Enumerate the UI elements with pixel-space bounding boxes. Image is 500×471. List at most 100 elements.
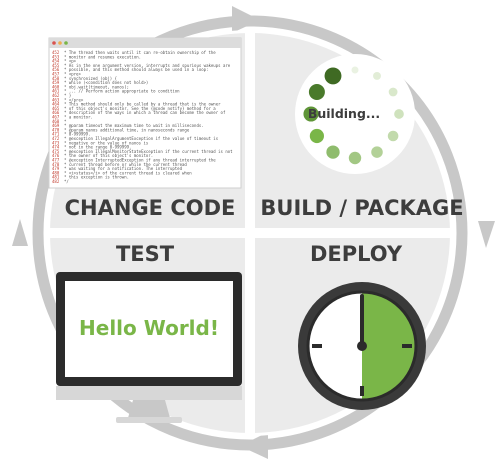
building-status-text: Building... (308, 106, 380, 121)
arrow-head-bottom (240, 432, 268, 459)
code-line-number: 457 (52, 72, 60, 77)
code-line-number: 455 (52, 63, 60, 68)
loading-spinner-icon: Building... (295, 54, 415, 174)
spinner-dot (351, 66, 359, 74)
spinner-dot (324, 67, 342, 85)
code-line: * ... // Perform action appropriate to c… (64, 89, 180, 94)
code-line: * a monitor. (64, 115, 93, 120)
code-line-number: 470 (52, 127, 60, 132)
code-line-number: 453 (52, 54, 60, 59)
code-line-number: 463 (52, 97, 60, 102)
spinner-dot (373, 71, 381, 80)
code-line-number: 456 (52, 67, 60, 72)
code-line-number: 482 (52, 179, 60, 184)
hello-world-text: Hello World! (79, 316, 219, 340)
code-line: * monitor and resumes execution. (64, 54, 141, 59)
code-window-icon: 452 * The thread then waits until it can … (48, 37, 242, 189)
arrow-head-left (12, 219, 28, 246)
code-line-number: 459 (52, 80, 60, 85)
code-line-number: 466 (52, 110, 60, 115)
code-line: * @param timeout the maximum time to wai… (64, 123, 204, 128)
code-line-number: 474 (52, 145, 60, 150)
code-line-number: 473 (52, 140, 60, 145)
code-line-number: 475 (52, 149, 60, 154)
code-line-number: 464 (52, 102, 60, 107)
spinner-dot (394, 109, 404, 119)
code-line-number: 480 (52, 170, 60, 175)
code-line: * } (64, 93, 71, 98)
code-line-number: 476 (52, 153, 60, 158)
code-line: * the owner of this object's monitor. (64, 153, 153, 158)
code-line: * @param nanos additional time, in nanos… (64, 127, 190, 132)
code-line-number: 468 (52, 119, 60, 124)
code-line-number: 458 (52, 76, 60, 81)
code-line-number: 461 (52, 89, 60, 94)
spinner-dot (387, 130, 399, 142)
spinner-dot (371, 146, 383, 158)
code-line-number: 465 (52, 106, 60, 111)
code-line: * @exception IllegalArgumentException if… (64, 136, 219, 141)
code-line-number: 471 (52, 132, 60, 137)
monitor-base (116, 417, 182, 423)
spinner-dot (303, 106, 319, 122)
code-line: * of this object's monitor. See the {@co… (64, 106, 216, 111)
code-line: * As in the one argument version, interr… (64, 63, 231, 68)
arrow-head-top (232, 6, 260, 33)
monitor-icon: Hello World! (56, 272, 242, 423)
code-line: * description of the ways in which a thr… (64, 110, 226, 115)
code-line: * This method should only be called by a… (64, 102, 221, 107)
arrow-head-right (478, 221, 495, 248)
code-line: * <p> (64, 59, 77, 64)
code-line: * not in the range 0-999999. (64, 145, 131, 150)
code-line: * @exception IllegalMonitorStateExceptio… (64, 149, 233, 154)
code-line-number: 477 (52, 158, 60, 163)
spinner-dot (326, 145, 340, 159)
code-line-number: 452 (52, 50, 60, 55)
code-line: * possible, and this method should alway… (64, 67, 209, 72)
code-line: * (64, 119, 67, 124)
test-label: TEST (116, 242, 175, 266)
code-line: * was waiting for a notification. The in… (64, 166, 183, 171)
deploy-label: DEPLOY (310, 242, 403, 266)
code-line-number: 462 (52, 93, 60, 98)
spinner-dot (308, 84, 325, 100)
change-code-label: CHANGE CODE (65, 196, 236, 220)
code-line-number: 454 (52, 59, 60, 64)
code-line: * <pre> (64, 72, 81, 77)
clock-progress-fill (362, 292, 416, 400)
code-line: * <i>status</i> of the current thread is… (64, 170, 192, 175)
clock-icon (298, 282, 426, 410)
circular-arrow-icon (12, 6, 495, 459)
window-dot-yellow (58, 41, 62, 45)
code-lines: 452 * The thread then waits until it can … (52, 50, 233, 184)
code-line-number: 472 (52, 136, 60, 141)
code-line: * negative or the value of nanos is (64, 140, 149, 145)
spinner-dot (388, 87, 398, 97)
code-line-number: 481 (52, 175, 60, 180)
code-line: * @exception InterruptedException if any… (64, 158, 216, 163)
code-line: * obj.wait(timeout, nanos); (64, 84, 129, 89)
code-line-number: 467 (52, 115, 60, 120)
code-line-number: 469 (52, 123, 60, 128)
monitor-stand (128, 400, 170, 418)
code-line: * 0-999999. (64, 132, 91, 137)
code-line-number: 479 (52, 166, 60, 171)
code-line-number: 478 (52, 162, 60, 167)
code-line: * </pre> (64, 97, 84, 102)
code-line: * synchronized (obj) { (64, 76, 117, 81)
window-dot-green (64, 41, 68, 45)
monitor-screen (65, 281, 233, 377)
code-line: */ (64, 179, 69, 184)
build-package-label: BUILD / PACKAGE (260, 196, 463, 220)
code-line: * this exception is thrown. (64, 175, 129, 180)
spinner-dot (309, 128, 324, 144)
monitor-chin (56, 386, 242, 400)
code-line: * The thread then waits until it can re-… (64, 50, 216, 55)
window-dot-red (52, 41, 56, 45)
code-line: * current thread before or while the cur… (64, 162, 187, 167)
spinner-dot (348, 151, 362, 165)
code-line-number: 460 (52, 84, 60, 89)
clock-center (357, 341, 367, 351)
code-window-titlebar (49, 38, 241, 48)
